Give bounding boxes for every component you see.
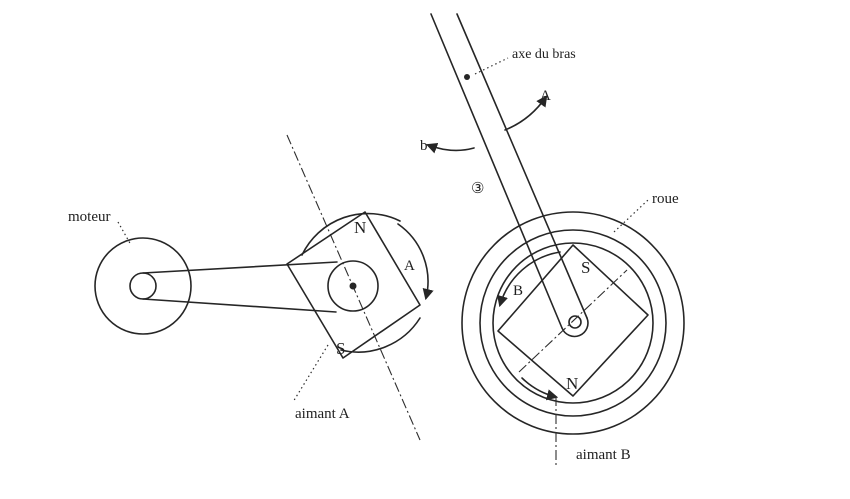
pole-n-b: N	[566, 374, 578, 393]
arm-axis-label: axe du bras	[512, 47, 576, 62]
arm-pivot-dot	[464, 74, 470, 80]
wheel-label: roue	[652, 191, 679, 207]
arm-axis-leader-line	[474, 57, 509, 75]
wheel	[461, 211, 685, 435]
motor	[94, 237, 192, 335]
connecting-rod	[142, 261, 338, 313]
motor-label: moteur	[68, 209, 111, 225]
rotation-arrow-a	[397, 223, 434, 301]
magnet-a-leader-line	[292, 344, 329, 403]
magnet-a-label: aimant A	[295, 406, 350, 422]
magnet-a-hub	[327, 260, 379, 312]
arm	[430, 13, 589, 338]
rotation-label-a: A	[404, 258, 415, 274]
motor-hub	[129, 272, 157, 300]
magnet-b-bar	[497, 244, 649, 397]
motor-disc	[94, 237, 192, 335]
pole-n-a: N	[354, 218, 366, 237]
wheel-track	[492, 242, 654, 404]
arm-arrow-b-label: b	[420, 138, 428, 154]
magnet-a	[286, 134, 434, 441]
pole-s-a: S	[336, 339, 345, 358]
wheel-inner-rim	[479, 229, 667, 417]
arm-end-pivot	[568, 315, 582, 329]
magnet-b-label: aimant B	[576, 447, 631, 463]
magnet-b	[497, 244, 649, 468]
magnet-a-bar	[286, 211, 421, 359]
rotation-arrow-b-lower	[521, 377, 559, 401]
wheel-outer-rim	[461, 211, 685, 435]
arm-arrow-a-label: A	[540, 88, 551, 104]
magnet-a-housing-bottom	[340, 317, 421, 353]
magnet-a-housing-top	[301, 212, 401, 256]
arm-arrow-b	[425, 142, 475, 154]
circled-mark: ③	[471, 181, 484, 197]
wheel-leader-line	[613, 199, 649, 233]
magnet-b-axis	[518, 269, 628, 373]
magnet-a-pivot	[349, 282, 357, 290]
rotation-label-b: B	[513, 283, 523, 299]
rotation-arrow-b-upper	[497, 251, 561, 308]
arm-arrow-a	[504, 95, 548, 131]
pole-s-b: S	[581, 258, 590, 277]
